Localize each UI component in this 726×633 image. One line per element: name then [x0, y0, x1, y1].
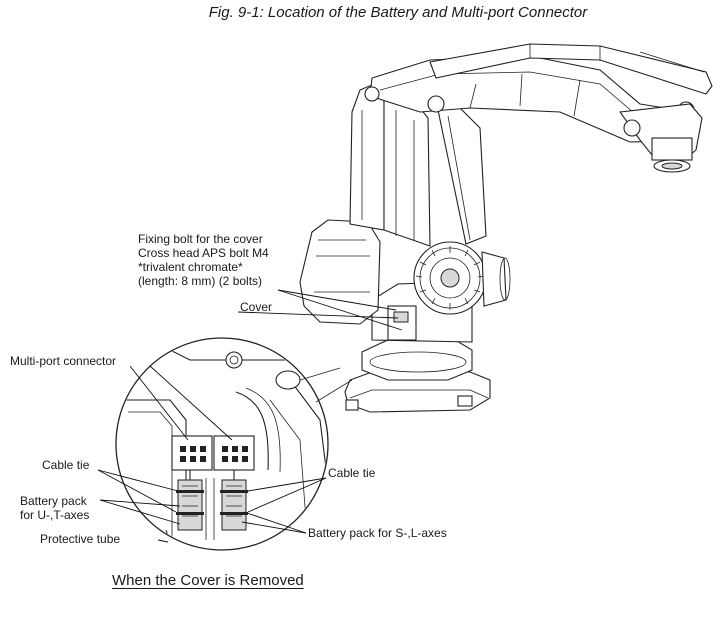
figure-caption: When the Cover is Removed	[112, 572, 304, 589]
multiport-connector-label: Multi-port connector	[10, 354, 117, 368]
cable-tie-right-label: Cable tie	[328, 466, 376, 480]
battery-ut-line-2: for U-,T-axes	[20, 508, 90, 522]
figure-title: Fig. 9-1: Location of the Battery and Mu…	[208, 4, 588, 21]
cover-label: Cover	[240, 300, 273, 314]
fixing-bolt-line-4: (length: 8 mm) (2 bolts)	[138, 274, 263, 288]
fixing-bolt-line-3: *trivalent chromate*	[138, 260, 243, 274]
protective-tube-label: Protective tube	[40, 532, 121, 546]
battery-ut-label: Battery pack for U-,T-axes	[20, 494, 89, 522]
battery-sl-label: Battery pack for S-,L-axes	[308, 526, 447, 540]
fixing-bolt-line-2: Cross head APS bolt M4	[138, 246, 269, 260]
fixing-bolt-label: Fixing bolt for the cover Cross head APS…	[138, 232, 269, 288]
leader-lines	[97, 289, 403, 543]
cable-tie-left-label: Cable tie	[42, 458, 90, 472]
battery-ut-line-1: Battery pack	[20, 494, 87, 508]
magnified-view	[115, 337, 353, 551]
fixing-bolt-line-1: Fixing bolt for the cover	[138, 232, 263, 246]
robot-illustration	[299, 43, 713, 413]
